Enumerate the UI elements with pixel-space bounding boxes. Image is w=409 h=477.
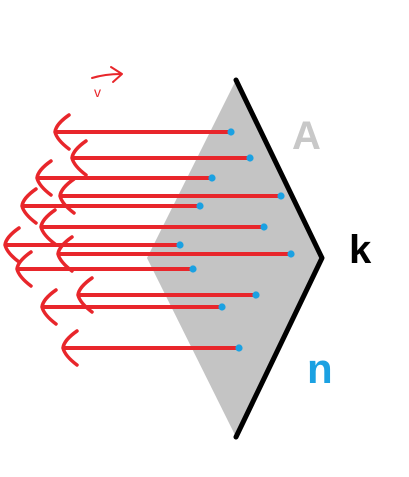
- flow-arrow: [61, 329, 243, 367]
- flow-arrow: [53, 113, 235, 151]
- velocity-label: v: [94, 84, 101, 100]
- flow-arrow: [56, 235, 295, 273]
- arrow-head-icon: [61, 329, 79, 367]
- arrow-head-icon: [39, 208, 57, 246]
- flow-arrow: [35, 159, 216, 197]
- particle-dot: [189, 265, 197, 273]
- surface-edge-line: [233, 77, 325, 440]
- velocity-arrow-icon: [91, 66, 123, 83]
- edge-label: k: [349, 228, 372, 272]
- particle-dot: [196, 202, 204, 210]
- flow-arrow: [40, 288, 226, 326]
- area-label: A: [292, 114, 321, 158]
- arrow-head-icon: [40, 288, 58, 326]
- flow-arrow: [70, 139, 254, 177]
- particle-dot: [208, 174, 216, 182]
- flow-arrow: [3, 226, 184, 264]
- particle-dot: [227, 128, 235, 136]
- particle-dot: [235, 344, 243, 352]
- particle-dot: [252, 291, 260, 299]
- arrow-head-icon: [35, 159, 53, 197]
- velocity-arrow-head-icon: [110, 66, 123, 83]
- particle-dot: [260, 223, 268, 231]
- particle-dot: [287, 250, 295, 258]
- flow-arrows: [3, 113, 295, 367]
- particle-dot: [176, 241, 184, 249]
- arrow-head-icon: [3, 226, 21, 264]
- arrow-head-icon: [70, 139, 88, 177]
- flow-arrow: [20, 187, 204, 225]
- flow-arrow: [39, 208, 268, 246]
- flow-arrow: [15, 250, 197, 288]
- particle-dot: [246, 154, 254, 162]
- particle-dot: [218, 303, 226, 311]
- velocity-arrow-shaft: [91, 73, 122, 79]
- normal-label: n: [307, 345, 333, 392]
- arrow-head-icon: [53, 113, 71, 151]
- arrow-head-icon: [15, 250, 33, 288]
- particle-dot: [277, 192, 285, 200]
- arrow-head-icon: [20, 187, 38, 225]
- arrow-head-icon: [56, 235, 74, 273]
